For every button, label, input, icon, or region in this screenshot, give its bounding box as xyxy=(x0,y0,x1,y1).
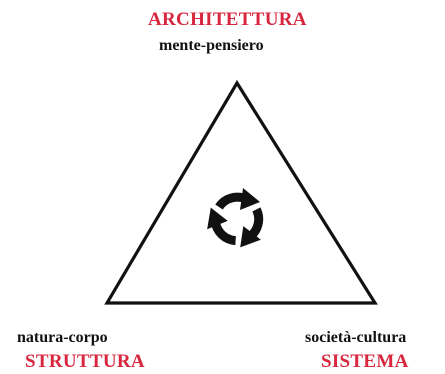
bottom-left-vertex-title: STRUTTURA xyxy=(25,351,145,372)
cycle-arrow-2 xyxy=(240,207,264,248)
top-vertex-subtitle: mente-pensiero xyxy=(159,37,264,54)
cycle-arrow-1 xyxy=(215,188,260,210)
bottom-right-vertex-title: SISTEMA xyxy=(321,351,409,372)
bottom-left-vertex-subtitle: natura-corpo xyxy=(17,329,108,346)
circular-arrows-icon xyxy=(207,188,264,248)
bottom-right-vertex-subtitle: società-cultura xyxy=(305,329,407,346)
top-vertex-title: ARCHITETTURA xyxy=(148,9,307,30)
cycle-arrow-3 xyxy=(207,207,237,246)
triangle-outline xyxy=(104,79,378,305)
